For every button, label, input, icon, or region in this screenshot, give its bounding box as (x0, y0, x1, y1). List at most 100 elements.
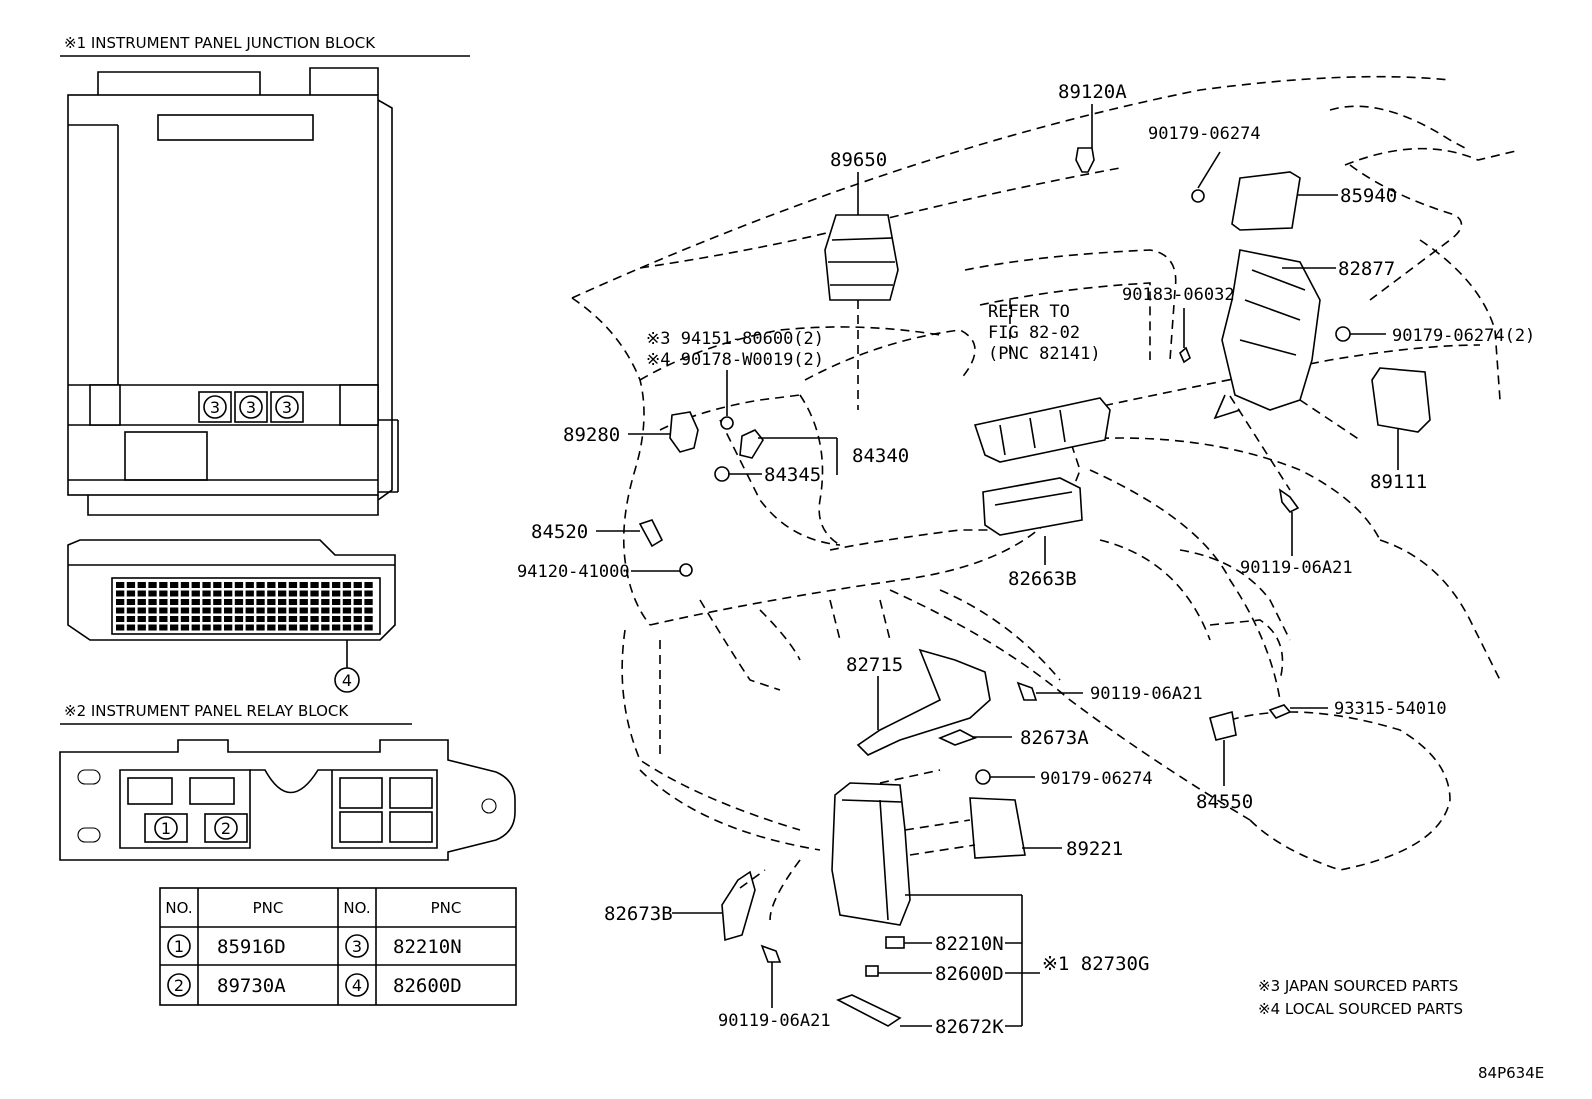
vent-slot (245, 599, 254, 605)
table-header-pnc-b: PNC (431, 899, 462, 917)
module-89221-icon (969, 797, 1026, 859)
label-93315-54010: 93315-54010 (1334, 699, 1447, 719)
vent-slot (234, 599, 244, 605)
vent-slot (267, 599, 276, 605)
note-japan-sourced: ※3 JAPAN SOURCED PARTS (1258, 977, 1458, 995)
vent-slot (170, 607, 179, 614)
vent-slot (191, 616, 200, 622)
vent-slot (321, 599, 330, 605)
vent-slot (245, 624, 254, 631)
vent-slot (148, 582, 157, 588)
vent-slot (137, 590, 146, 597)
jb-callout-4: 4 (342, 671, 352, 690)
vent-slot (288, 590, 298, 597)
label-90119-06a21-right: 90119-06A21 (1240, 558, 1353, 578)
vent-slot (213, 590, 222, 597)
vent-slot (213, 624, 222, 631)
vent-slot (364, 599, 373, 605)
nut-low-icon (975, 769, 991, 785)
vent-slot (224, 582, 233, 588)
vent-slot (234, 624, 244, 631)
vent-slot (310, 599, 319, 605)
vent-slot (191, 590, 200, 597)
vent-slot (256, 624, 265, 631)
vent-slot (202, 607, 211, 614)
clip-89120a-icon (1075, 147, 1095, 173)
vent-slot (202, 582, 211, 588)
label-84550: 84550 (1196, 791, 1253, 813)
vent-slot (180, 624, 190, 631)
relay-block-header: ※2 INSTRUMENT PANEL RELAY BLOCK (64, 702, 349, 720)
vent-slot (245, 582, 254, 588)
vent-slot (245, 616, 254, 622)
junction-block-header: ※1 INSTRUMENT PANEL JUNCTION BLOCK (64, 34, 376, 52)
module-85940-icon (1231, 171, 1301, 231)
vent-slot (321, 607, 330, 614)
part-89650-icon (824, 214, 899, 301)
label-82730g: ※1 82730G (1042, 953, 1149, 975)
vent-slot (256, 599, 265, 605)
vent-slot (299, 582, 308, 588)
vent-slot (126, 582, 136, 588)
bracket-82877-icon (1213, 249, 1321, 420)
vent-slot (170, 582, 179, 588)
nut-top-icon (1191, 189, 1205, 203)
vent-slot (159, 616, 168, 622)
vent-slot (148, 616, 157, 622)
notes: ※3 JAPAN SOURCED PARTS ※4 LOCAL SOURCED … (1258, 977, 1544, 1082)
label-90119-06a21-bottom: 90119-06A21 (718, 1011, 831, 1031)
vent-slot (202, 599, 211, 605)
vent-slot (353, 607, 362, 614)
vent-slot (224, 607, 233, 614)
vent-slot (321, 624, 330, 631)
vent-slot (159, 582, 168, 588)
label-90179-06274-top: 90179-06274 (1148, 124, 1261, 144)
vent-slot (364, 607, 373, 614)
vent-slot (342, 590, 352, 597)
vent-slot (180, 607, 190, 614)
switch-panel-icon (973, 397, 1111, 463)
label-84520: 84520 (531, 521, 588, 543)
label-82673b: 82673B (604, 903, 673, 925)
label-89120a: 89120A (1058, 81, 1127, 103)
label-90119-06a21-mid: 90119-06A21 (1090, 684, 1203, 704)
vent-slot (332, 582, 341, 588)
puller-82672k-icon (836, 994, 902, 1027)
vent-slot (364, 624, 373, 631)
label-82672k: 82672K (935, 1016, 1004, 1038)
label-refer-fig: FIG 82-02 (988, 323, 1080, 343)
vent-slot (267, 616, 276, 622)
fuse-82210n-icon (885, 936, 905, 949)
vent-slot (213, 616, 222, 622)
vent-slot (159, 599, 168, 605)
table-row2-no-a: 2 (174, 976, 184, 995)
vent-slot (116, 590, 125, 597)
vent-slot (267, 590, 276, 597)
vent-slot (256, 582, 265, 588)
table-header-no-a: NO. (165, 899, 192, 917)
junction-block-side-view: 4 (67, 539, 396, 693)
leader-lines (596, 104, 1399, 1027)
vent-slot (170, 590, 179, 597)
vent-slot (224, 599, 233, 605)
vent-slot (126, 624, 136, 631)
vent-slot (191, 599, 200, 605)
vent-slot (278, 624, 287, 631)
vent-slot (202, 616, 211, 622)
vent-slot (245, 590, 254, 597)
vent-slot (180, 599, 190, 605)
table-row2-no-b: 4 (352, 976, 362, 995)
vent-slot (332, 599, 341, 605)
vent-slot (321, 616, 330, 622)
vent-slot (126, 590, 136, 597)
label-90179-06274-low: 90179-06274 (1040, 769, 1153, 789)
vent-slot (148, 607, 157, 614)
vent-slot (148, 590, 157, 597)
vent-slot (116, 599, 125, 605)
vent-slot (332, 607, 341, 614)
vent-slot (256, 616, 265, 622)
vent-slot (342, 607, 352, 614)
vent-slot (180, 590, 190, 597)
vent-slot (116, 624, 125, 631)
vent-slot (256, 590, 265, 597)
